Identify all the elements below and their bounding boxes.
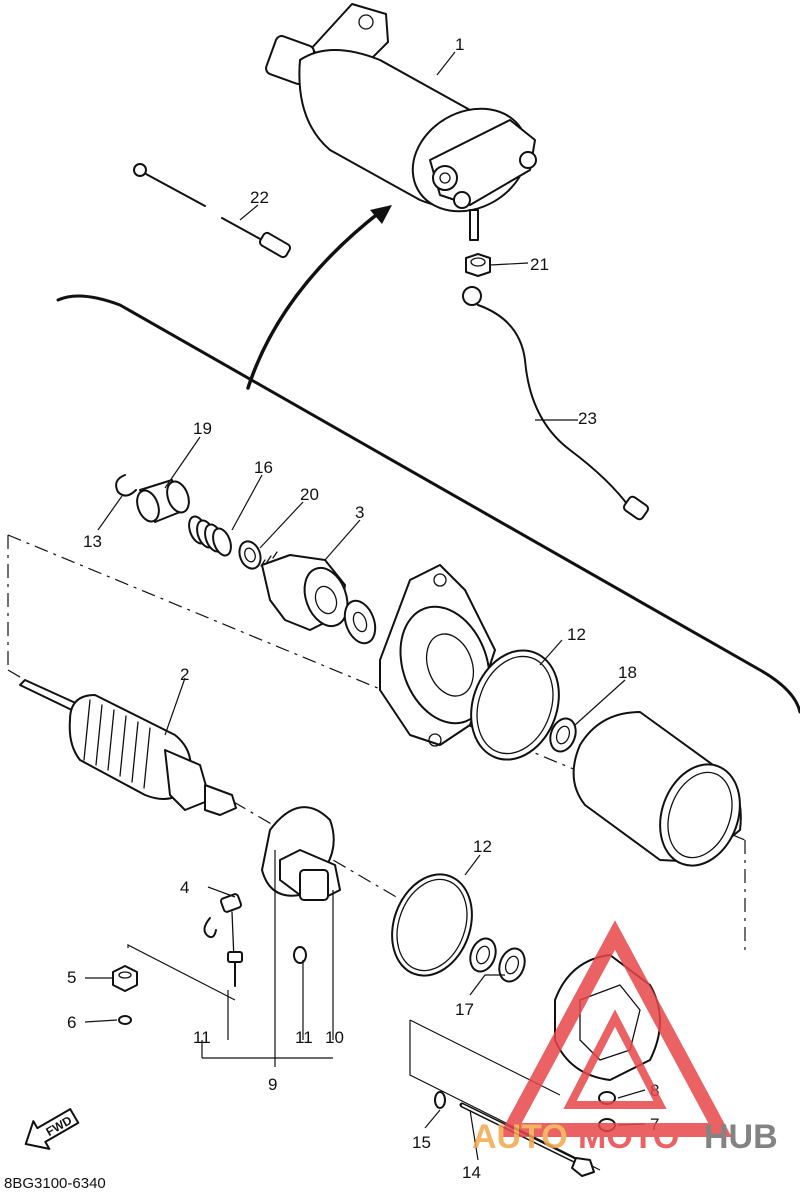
callout-1: 1	[455, 35, 464, 54]
part-15-o-ring-small	[434, 1091, 446, 1109]
callout-19: 19	[193, 419, 212, 438]
callout-12b: 12	[473, 837, 492, 856]
callout-20: 20	[300, 485, 319, 504]
callout-11b: 11	[295, 1028, 313, 1047]
watermark-text-moto: MOTO	[578, 1118, 679, 1156]
callout-15: 15	[412, 1133, 431, 1152]
callout-9: 9	[268, 1075, 277, 1094]
callout-labels: 1 2 3 4 5 6 7 8 9 10 11 11 12 12 13 14 1…	[67, 35, 659, 1182]
callout-3: 3	[355, 503, 364, 522]
part-12-o-ring-lower	[391, 873, 473, 977]
bracket-5-11	[127, 944, 236, 1001]
part-20-washer	[238, 540, 262, 570]
fwd-arrow: FWD	[24, 1108, 80, 1150]
part-6-washer	[118, 1015, 132, 1025]
callout-21: 21	[530, 255, 549, 274]
callout-17: 17	[455, 1000, 474, 1019]
watermark-text-auto: AUTO	[472, 1118, 568, 1156]
part-5-nut	[112, 965, 138, 992]
part-2-armature	[19, 679, 237, 816]
watermark-triangle-inner	[563, 1009, 667, 1109]
part-23-lead-wire	[462, 286, 650, 521]
callout-4: 4	[180, 878, 189, 897]
callout-12a: 12	[567, 625, 586, 644]
callout-6: 6	[67, 1013, 76, 1032]
part-13-circlip	[115, 474, 137, 497]
part-brush-spring-clip	[203, 917, 217, 939]
callout-5: 5	[67, 968, 76, 987]
part-22-cable	[133, 163, 292, 259]
callout-22: 22	[250, 188, 269, 207]
callout-16: 16	[254, 458, 273, 477]
axis-line-upper	[7, 534, 746, 841]
part-bolt-small	[227, 951, 243, 987]
watermark-triangle-outer	[498, 920, 732, 1137]
bracket-14	[409, 1020, 601, 1171]
part-4-brush	[219, 893, 243, 961]
leader-lines	[84, 51, 646, 1161]
part-17-washer-b	[498, 947, 526, 983]
part-17-washer-b-hole	[504, 955, 520, 975]
part-3-pinion-clutch	[260, 551, 349, 631]
assembly-arrow-head	[370, 205, 392, 224]
callout-13: 13	[83, 532, 102, 551]
part-18-washer	[549, 717, 577, 753]
assembly-arrow	[246, 210, 382, 390]
part-12-o-ring-upper-inner	[476, 655, 554, 755]
watermark-logo: AUTO MOTO HUB	[472, 920, 778, 1156]
brush-plate	[261, 806, 341, 901]
callout-11a: 11	[193, 1028, 211, 1047]
part-thrust-washer	[343, 599, 377, 645]
diagram-code: 8BG3100-6340	[4, 1175, 106, 1192]
part-12-o-ring-upper	[470, 649, 560, 761]
part-19-collar	[136, 479, 190, 523]
part-18-washer-hole	[555, 725, 571, 745]
front-cover-housing	[379, 564, 496, 747]
part-12-o-ring-lower-inner	[396, 878, 468, 972]
part-17-washer-a	[469, 937, 497, 973]
part-17-washer-a-hole	[475, 945, 491, 965]
motor-yoke	[572, 711, 742, 867]
callout-10: 10	[325, 1028, 344, 1047]
separator-line	[56, 294, 800, 714]
callout-23: 23	[578, 409, 597, 428]
part-11-washer-small	[293, 946, 307, 964]
watermark-text-hub: HUB	[704, 1118, 778, 1156]
part-21-nut	[465, 253, 491, 277]
callout-2: 2	[180, 665, 189, 684]
callout-18: 18	[618, 663, 637, 682]
callout-14: 14	[462, 1163, 481, 1182]
part-16-spring	[188, 515, 232, 557]
part-thrust-washer-hole	[352, 611, 368, 633]
starter-motor-assembly	[265, 3, 537, 241]
